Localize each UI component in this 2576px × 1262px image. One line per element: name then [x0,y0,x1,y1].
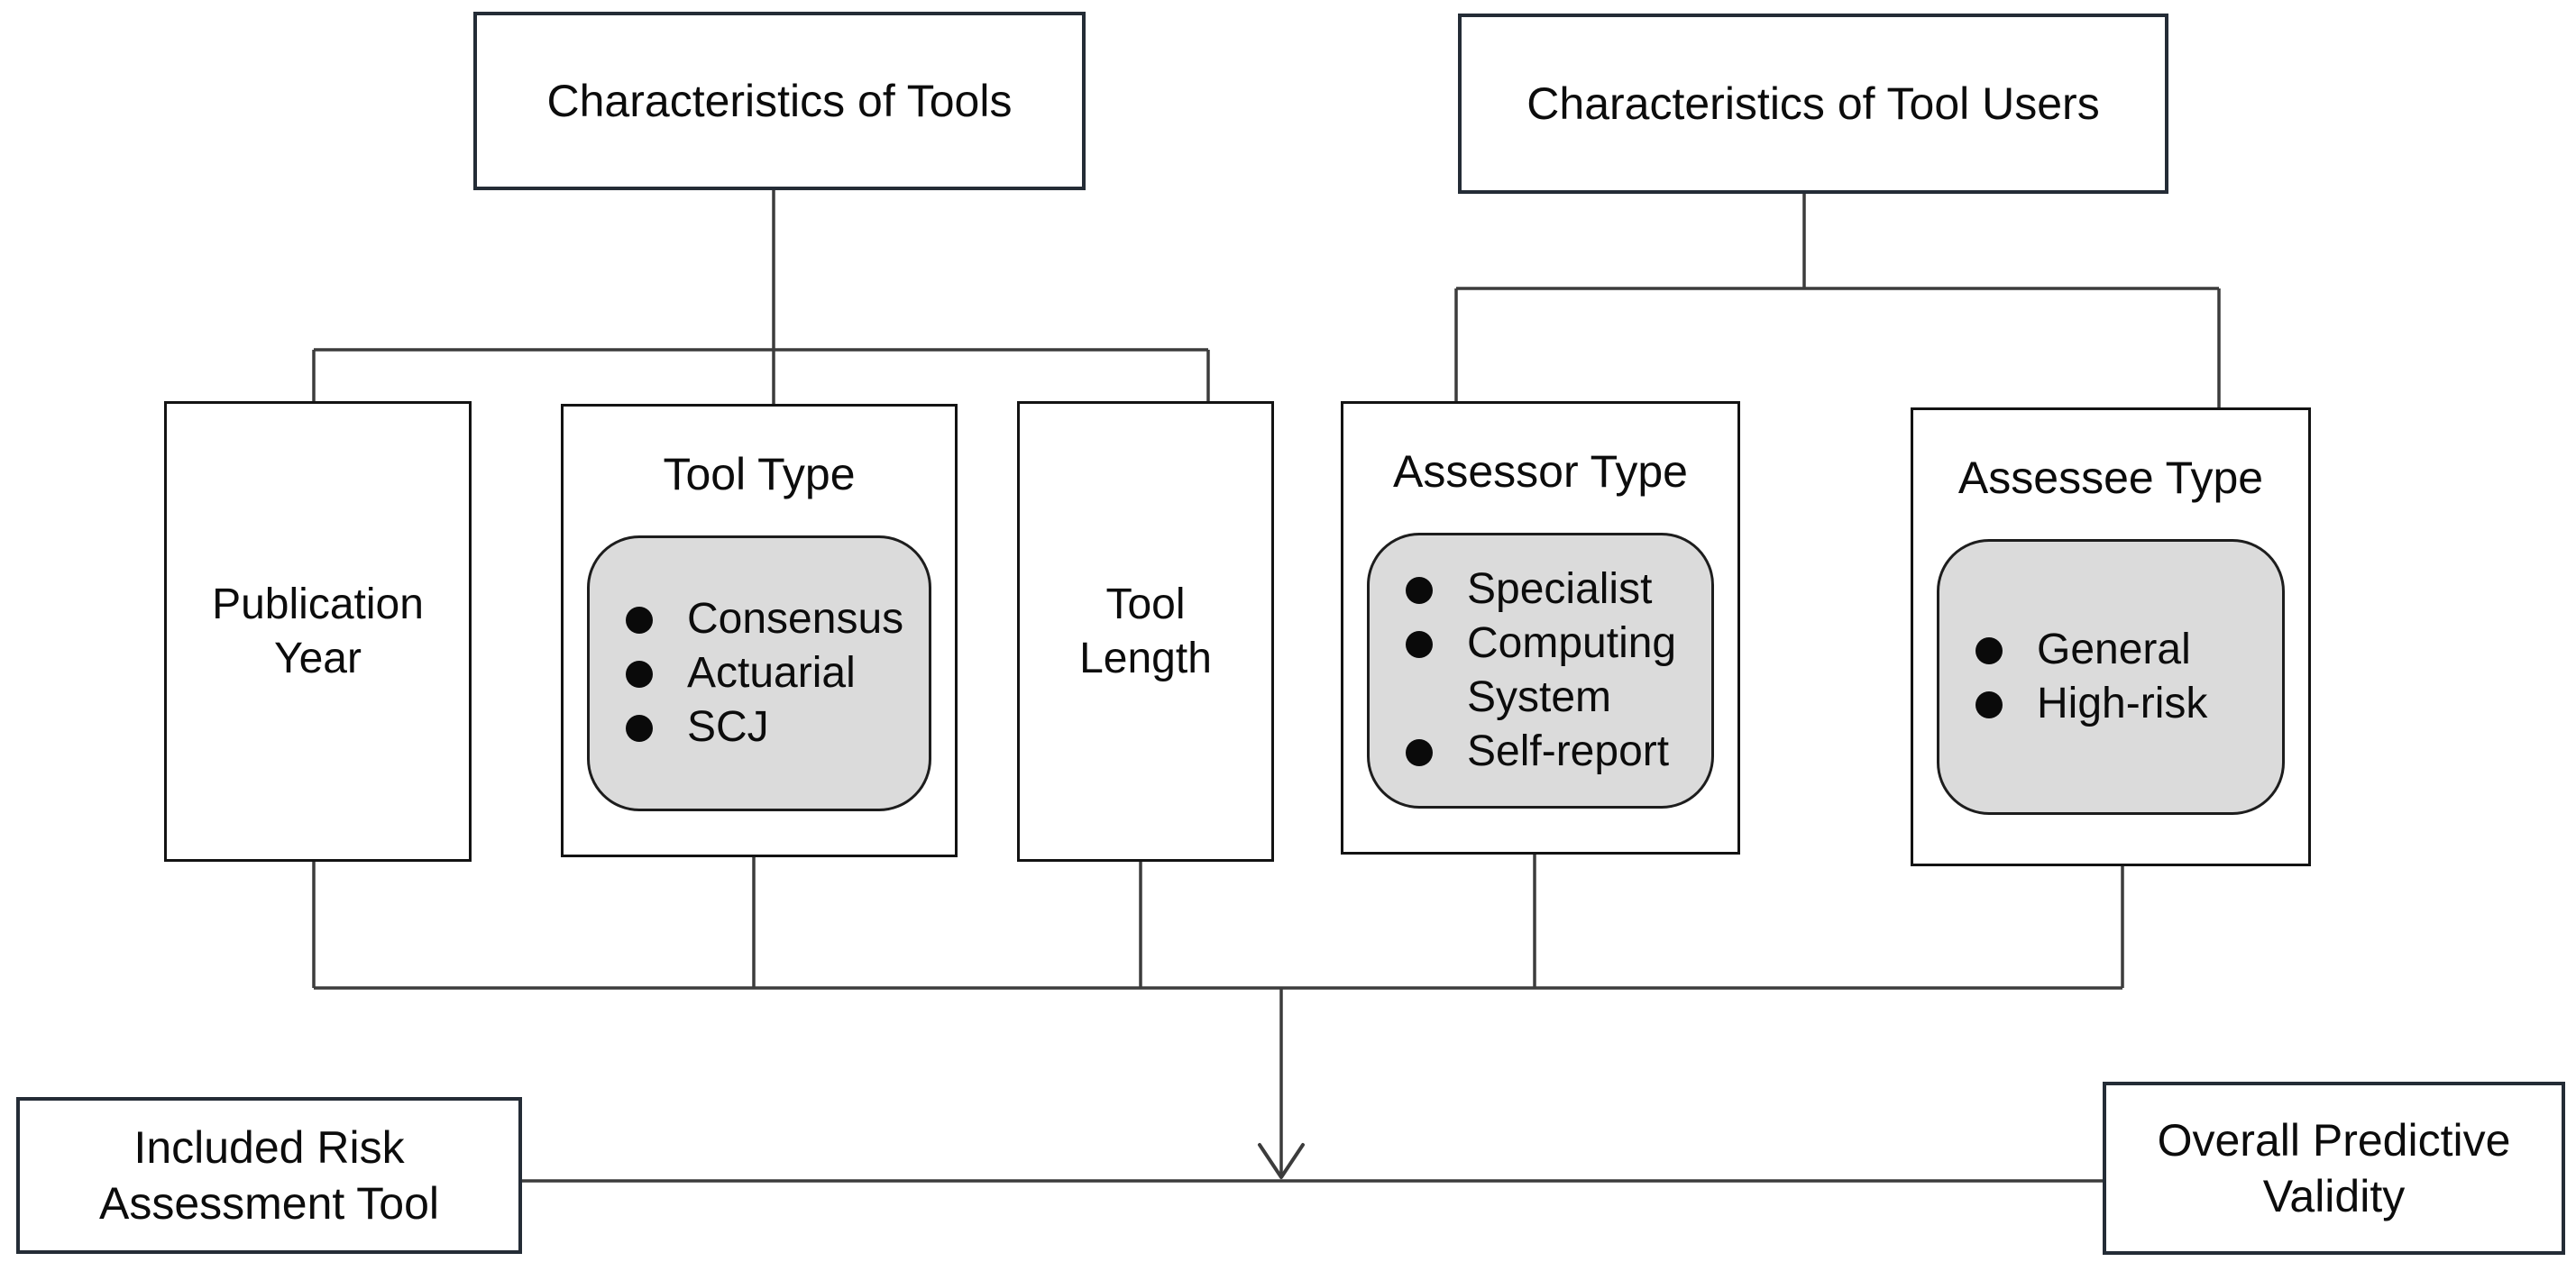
list-item: General [1976,623,2207,677]
bullet-icon [1976,637,2003,664]
assessee-type-options-list: General High-risk [1939,623,2207,731]
arrow-down-icon [1258,1143,1305,1179]
node-title: Tool Type [663,449,856,499]
list-item: SCJ [626,700,903,754]
node-overall-predictive-validity: Overall Predictive Validity [2103,1082,2565,1255]
node-tool-length: Tool Length [1017,401,1274,862]
bullet-icon [1406,739,1433,766]
node-label: Publication Year [212,580,424,682]
node-label: Tool Length [1079,580,1212,682]
list-item: Consensus [626,592,903,646]
assessor-type-options-panel: Specialist Computing System Self-report [1367,533,1714,809]
assessor-type-options-list: Specialist Computing System Self-report [1370,562,1700,779]
node-included-risk-assessment-tool: Included Risk Assessment Tool [16,1097,522,1254]
list-item: Self-report [1406,725,1700,779]
tool-type-options-panel: Consensus Actuarial SCJ [587,535,931,811]
node-publication-year: Publication Year [164,401,472,862]
node-title: Assessee Type [1957,453,2264,503]
tool-type-options-list: Consensus Actuarial SCJ [590,592,903,754]
node-characteristics-of-tool-users: Characteristics of Tool Users [1458,14,2168,194]
node-label: Characteristics of Tools [546,76,1013,126]
assessee-type-options-panel: General High-risk [1937,539,2285,815]
node-label: Characteristics of Tool Users [1526,78,2100,129]
bullet-icon [626,661,653,688]
bullet-icon [1406,577,1433,604]
bullet-icon [1406,631,1433,658]
node-tool-type: Tool Type Consensus Actuarial SCJ [561,404,958,857]
node-assessee-type: Assessee Type General High-risk [1911,407,2311,866]
list-item: High-risk [1976,677,2207,731]
node-label: Overall Predictive Validity [2157,1115,2511,1221]
list-item: Computing System [1406,617,1700,725]
node-label: Included Risk Assessment Tool [98,1122,440,1229]
list-item: Specialist [1406,562,1700,617]
node-assessor-type: Assessor Type Specialist Computing Syste… [1341,401,1740,855]
bullet-icon [1976,691,2003,718]
node-title: Assessor Type [1392,446,1688,497]
bullet-icon [626,715,653,742]
bullet-icon [626,607,653,634]
list-item: Actuarial [626,646,903,700]
node-characteristics-of-tools: Characteristics of Tools [473,12,1086,190]
